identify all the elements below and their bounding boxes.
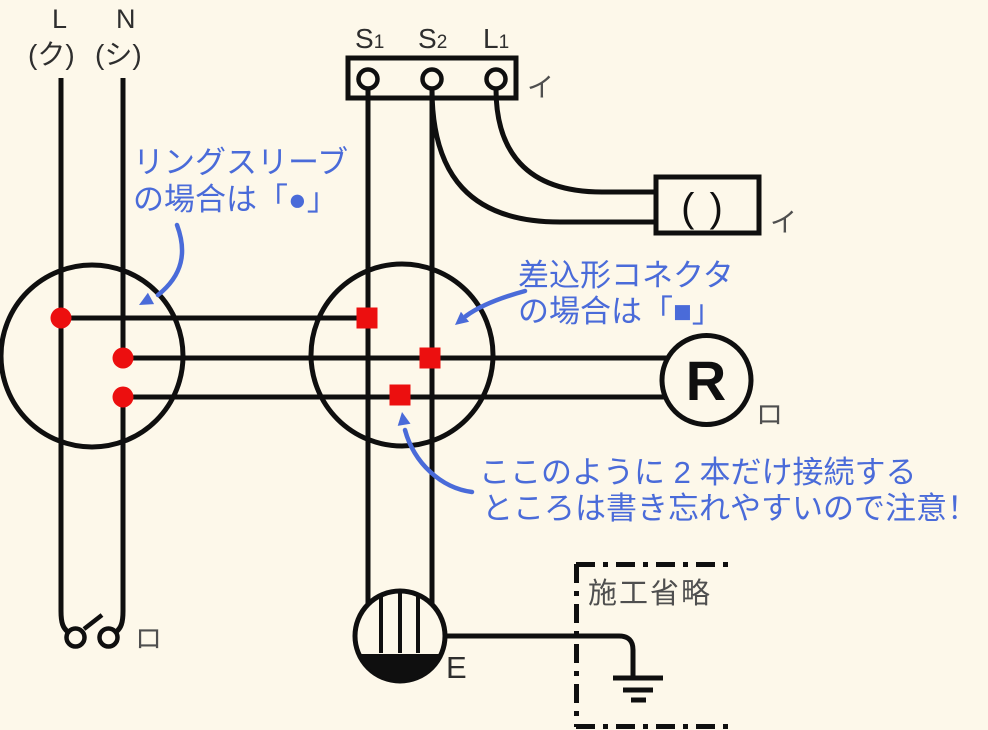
terminal-l1-label: L1: [483, 23, 509, 54]
lamp-receptacle-body: [659, 333, 754, 427]
omission-box-label: 施工省略: [588, 577, 712, 610]
ring-sleeve-note: リングスリーブ の場合は「●」: [133, 145, 348, 305]
terminal-s1: [356, 67, 380, 91]
push-connector-note-line1: 差込形コネクタ: [518, 258, 734, 293]
ring-sleeve-arrowhead: [139, 292, 155, 305]
omission-box: 施工省略: [574, 562, 728, 729]
ring-sleeve-note-line1: リングスリーブ: [133, 145, 348, 180]
two-wire-arrow: [402, 427, 475, 495]
switch-lever: [82, 613, 104, 631]
wire-s2-to-rosette: [429, 88, 656, 225]
connector-mark-3: [389, 384, 411, 406]
junction-box-left: [0, 262, 186, 450]
wire-l1-to-rosette: [493, 88, 656, 195]
switch-terminal-left: [64, 626, 87, 649]
ceiling-rosette-circuit-label: イ: [770, 208, 797, 238]
omission-box-border: [574, 562, 728, 729]
lamp-receptacle-symbol: R: [686, 349, 726, 412]
junction-boxes: [0, 261, 496, 450]
ring-sleeve-mark-2: [112, 347, 134, 369]
source-n-label: N: [116, 4, 136, 34]
ceiling-rosette: ( ) イ: [653, 174, 797, 238]
terminal-s1-label: S1: [355, 23, 384, 54]
ring-sleeve-mark-3: [112, 386, 134, 408]
two-wire-note-line1: ここのように 2 本だけ接続する: [479, 455, 916, 490]
source-l-label: L: [52, 4, 67, 34]
two-wire-arrowhead: [397, 412, 411, 426]
switch-terminal-right: [97, 626, 120, 649]
push-connector-arrowhead: [455, 311, 470, 325]
push-connector-note: 差込形コネクタ の場合は「■」: [455, 258, 734, 329]
ceiling-rosette-symbol: ( ): [681, 186, 725, 230]
timer-switch-body: [345, 55, 519, 101]
timer-switch-circuit-label: イ: [527, 73, 554, 103]
connection-marks: [50, 307, 441, 408]
ring-sleeve-note-line2: の場合は「●」: [133, 182, 338, 217]
wire-earth: [444, 633, 636, 678]
push-connector-arrow: [463, 288, 528, 319]
two-wire-note-line2: ところは書き忘れやすいので注意！: [482, 491, 978, 526]
lamp-receptacle: R ロ: [659, 333, 783, 430]
wires: [58, 78, 670, 678]
source-l-phase-label: (ク): [28, 39, 75, 70]
terminal-l1: [484, 67, 508, 91]
power-source-labels: L N (ク) (シ): [28, 4, 142, 70]
connector-mark-1: [356, 307, 378, 329]
two-wire-note: ここのように 2 本だけ接続する ところは書き忘れやすいので注意！: [397, 412, 978, 526]
terminal-s2-label: S2: [418, 23, 447, 54]
connector-mark-2: [419, 347, 441, 369]
source-n-phase-label: (シ): [95, 39, 142, 70]
earth-outlet-hatch: [379, 592, 420, 653]
push-connector-note-line2: の場合は「■」: [518, 294, 723, 329]
earth-outlet-filled-segment: [358, 654, 442, 681]
ring-sleeve-arrow: [155, 222, 185, 298]
wall-switch-circuit-label: ロ: [135, 624, 162, 654]
terminal-s2: [420, 67, 444, 91]
timer-switch: S1 S2 L1 イ: [345, 23, 554, 103]
ceiling-rosette-body: [653, 174, 762, 236]
lamp-receptacle-circuit-label: ロ: [756, 400, 783, 430]
annotations: リングスリーブ の場合は「●」 差込形コネクタ の場合は「■」 ここのように 2…: [133, 145, 978, 526]
ground-symbol: [613, 675, 663, 703]
wall-switch: ロ: [64, 613, 162, 654]
ring-sleeve-mark-1: [50, 307, 72, 329]
terminal-labels: S1 S2 L1: [355, 23, 509, 54]
earth-outlet-label: E: [446, 650, 467, 685]
earth-outlet: E: [352, 588, 467, 685]
junction-box-middle: [308, 261, 496, 449]
